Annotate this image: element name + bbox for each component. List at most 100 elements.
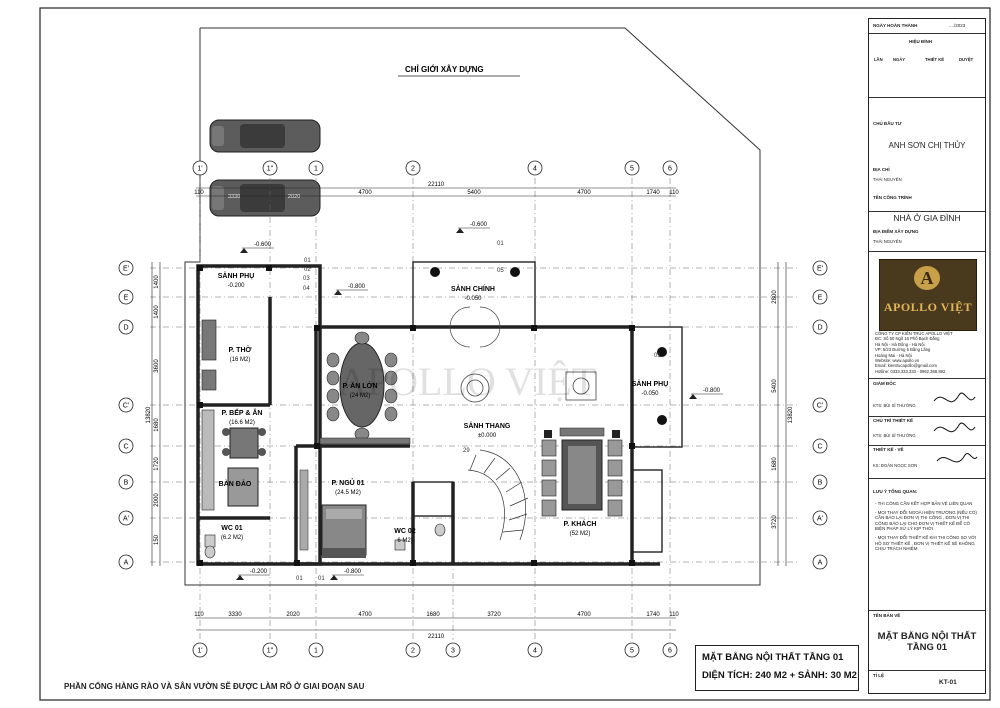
drawing-area: DIỆN TÍCH: 240 M2 + SẢNH: 30 M2 bbox=[702, 670, 857, 681]
grid-bubble-row bbox=[812, 438, 828, 454]
grid-label-row: A bbox=[124, 560, 129, 567]
dim-bottom: 1740 bbox=[646, 612, 660, 618]
level-triangle bbox=[240, 248, 248, 253]
level-mark: -0.800 bbox=[703, 388, 721, 394]
grid-bubble-row bbox=[118, 554, 134, 570]
notes-list: - THI CÔNG CẦN KẾT HỢP BẢN VẼ LIÊN QUAN-… bbox=[875, 501, 981, 555]
grid-bubble-col bbox=[527, 642, 543, 658]
room-name: P. THỜ bbox=[229, 345, 252, 354]
grid-label-row: D bbox=[123, 325, 128, 332]
grid-bubble-row bbox=[812, 510, 828, 526]
company-line: ĐC: Số 50 Ngõ 16 Phố Bạch Đằng bbox=[875, 336, 940, 342]
grid-label-row: B bbox=[124, 480, 129, 487]
dim-top: 1740 bbox=[646, 190, 660, 196]
grid-bubble-col bbox=[445, 642, 461, 658]
designer-label: THIẾT KẾ - VẼ bbox=[873, 447, 904, 452]
tag-label: 01 bbox=[654, 353, 661, 359]
investor-label: CHỦ ĐẦU TƯ bbox=[873, 121, 902, 126]
room-level: ±0.000 bbox=[478, 433, 497, 439]
room-name: BÀN ĐẢO bbox=[219, 479, 252, 488]
drawing-title-box: MẶT BẰNG NỘI THẤT TẦNG 01 DIỆN TÍCH: 240… bbox=[695, 645, 859, 691]
room-name: P. KHÁCH bbox=[564, 519, 597, 528]
level-mark: -0.600 bbox=[254, 242, 272, 248]
dim-right: 2800 bbox=[772, 290, 778, 304]
drawing-frame bbox=[39, 7, 991, 701]
room-level: -0.200 bbox=[227, 283, 245, 289]
grid-label-col: 1 bbox=[314, 648, 318, 655]
grid-label-col: 3 bbox=[451, 648, 455, 655]
grid-bubble-col bbox=[308, 160, 324, 176]
grid-bubble-row bbox=[812, 397, 828, 413]
dim-bottom: 1680 bbox=[426, 612, 440, 618]
grid-bubble-row bbox=[118, 474, 134, 490]
note-item: - THI CÔNG CẦN KẾT HỢP BẢN VẼ LIÊN QUAN bbox=[875, 501, 973, 506]
room-name: SẢNH THANG bbox=[464, 421, 511, 430]
car-dim-2: 2020 bbox=[288, 194, 300, 200]
dim-bottom: 3330 bbox=[228, 612, 242, 618]
level-triangle bbox=[330, 575, 338, 580]
dim-top: 110 bbox=[669, 190, 679, 196]
investor-value: ANH SƠN CHỊ THỦY bbox=[888, 141, 966, 150]
logo-monogram: A bbox=[914, 266, 940, 290]
dim-left-total: 13820 bbox=[146, 406, 152, 423]
dim-left: 1680 bbox=[154, 418, 160, 432]
floor-medallion bbox=[460, 371, 597, 403]
dim-bottom-total: 22110 bbox=[428, 634, 445, 640]
dim-bottom: 4700 bbox=[577, 612, 591, 618]
dim-bottom: 2020 bbox=[286, 612, 300, 618]
grid-label-row: A' bbox=[817, 516, 823, 523]
company-line: Website: www.apollo.vn bbox=[875, 358, 920, 364]
grid-label-col: 6 bbox=[668, 166, 672, 173]
grid-label-col: 1'' bbox=[267, 648, 274, 655]
location-value: THÁI NGUYÊN bbox=[873, 239, 902, 244]
grid-label-col: 4 bbox=[533, 648, 537, 655]
room-area: 6 M2) bbox=[397, 538, 412, 544]
date-label: NGÀY HOÀN THÀNH bbox=[873, 23, 918, 28]
level-triangle bbox=[236, 575, 244, 580]
grid-bubble-col bbox=[308, 642, 324, 658]
room-name: SẢNH PHỤ bbox=[218, 271, 255, 280]
grid-label-col: 1'' bbox=[267, 166, 274, 173]
rev-col-2: NGÀY bbox=[893, 57, 906, 62]
parked-car-top bbox=[209, 119, 321, 153]
grid-bubble-col bbox=[662, 642, 678, 658]
grid-label-row: C' bbox=[817, 403, 823, 410]
grid-label-row: E bbox=[818, 295, 823, 302]
tag-label: 03 bbox=[303, 276, 310, 282]
grid-label-col: 2 bbox=[411, 648, 415, 655]
dim-left: 1400 bbox=[154, 305, 160, 319]
tag-label: 01 bbox=[304, 258, 311, 264]
dim-left: 150 bbox=[154, 534, 160, 545]
grid-label-row: A bbox=[818, 560, 823, 567]
setback-label: CHỈ GIỚI XÂY DỰNG bbox=[405, 65, 484, 74]
dim-top-total: 22110 bbox=[428, 182, 445, 188]
grid-label-row: C' bbox=[123, 403, 129, 410]
grid-bubble-col bbox=[262, 160, 278, 176]
grid-bubble-col bbox=[192, 642, 208, 658]
address-label: ĐỊA CHỈ bbox=[873, 167, 890, 172]
level-mark: -0.800 bbox=[344, 569, 362, 575]
sheet-name: MẶT BẰNG NỘI THẤT TẦNG 01 bbox=[877, 631, 977, 653]
logo-name: APOLLO VIỆT bbox=[883, 300, 973, 314]
room-level: -0.050 bbox=[464, 296, 482, 302]
grid-bubble-row bbox=[812, 474, 828, 490]
room-name: WC 02 bbox=[394, 528, 416, 535]
room-name: P. BẾP & ĂN bbox=[222, 407, 263, 417]
grid-label-col: 6 bbox=[668, 648, 672, 655]
grid-bubble-col bbox=[192, 160, 208, 176]
company-line: Hotline: 0333.333.333 - 0962.368.892 bbox=[875, 368, 946, 374]
title-block: NGÀY HOÀN THÀNH ..../2023 HIỆU ĐÍNH LẦN … bbox=[868, 18, 986, 694]
room-name: SẢNH PHỤ bbox=[632, 379, 669, 388]
level-triangle bbox=[334, 290, 342, 295]
revision-label: HIỆU ĐÍNH bbox=[909, 39, 933, 44]
director-label: GIÁM ĐỐC bbox=[873, 381, 896, 386]
watermark: APOLLO VIỆT bbox=[338, 359, 596, 404]
grid-label-col: 1' bbox=[197, 166, 202, 173]
notes-label: LƯU Ý TỔNG QUAN: bbox=[873, 489, 918, 494]
tag-label: 01 bbox=[296, 576, 303, 582]
room-area: (16 M2) bbox=[230, 357, 251, 363]
room-area: (16.6 M2) bbox=[229, 420, 255, 426]
parked-car-bottom: 3330 2020 bbox=[209, 179, 321, 217]
grid-label-col: 5 bbox=[630, 648, 634, 655]
